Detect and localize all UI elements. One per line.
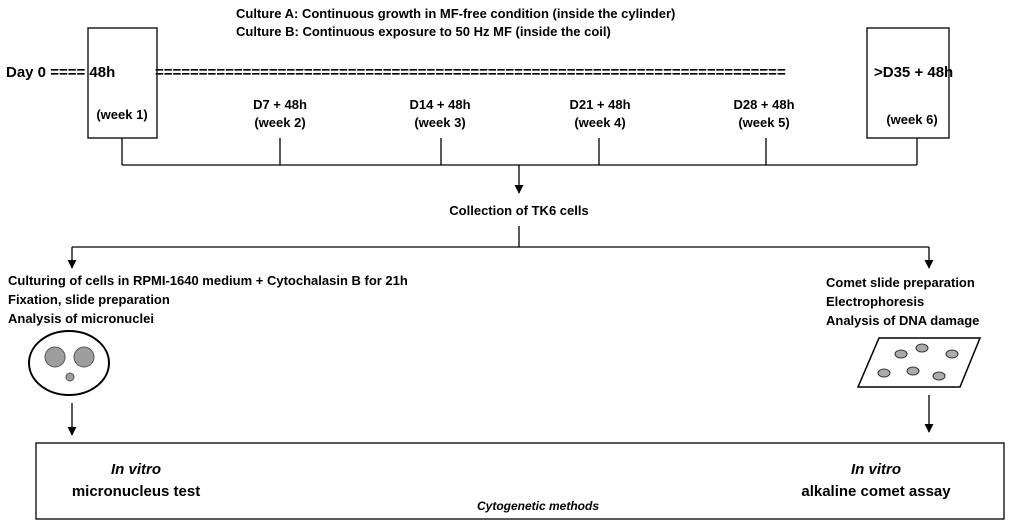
results-box xyxy=(35,442,1005,520)
left-branch-line-1: Culturing of cells in RPMI-1640 medium +… xyxy=(8,273,408,288)
right-branch-line-2: Electrophoresis xyxy=(826,294,925,309)
right-branch-line-1: Comet slide preparation xyxy=(826,275,975,290)
timeline-start-label: Day 0 ==== 48h xyxy=(6,64,116,81)
week4-day-label: D21 + 48h xyxy=(569,97,631,112)
cytogenetic-methods-label: Cytogenetic methods xyxy=(476,499,599,513)
comet-assay-label: alkaline comet assay xyxy=(801,483,951,500)
left-branch-line-2: Fixation, slide preparation xyxy=(8,292,170,307)
collection-label: Collection of TK6 cells xyxy=(449,203,589,218)
week6-box xyxy=(866,27,950,139)
week3-label: (week 3) xyxy=(414,115,466,130)
week5-label: (week 5) xyxy=(738,115,790,130)
week3-day-label: D14 + 48h xyxy=(409,97,471,112)
left-branch-line-3: Analysis of micronuclei xyxy=(8,311,154,326)
comet-slide-illustration xyxy=(856,337,982,388)
week4-label: (week 4) xyxy=(574,115,626,130)
culture-a-label: Culture A: Continuous growth in MF-free … xyxy=(236,6,676,21)
comet-assay-italic: In vitro xyxy=(850,461,901,478)
mn-test-italic: In vitro xyxy=(110,461,161,478)
timeline-rail: ========================================… xyxy=(155,64,786,81)
week2-day-label: D7 + 48h xyxy=(253,97,307,112)
culture-b-label: Culture B: Continuous exposure to 50 Hz … xyxy=(236,24,611,39)
mn-test-label: micronucleus test xyxy=(71,483,201,500)
week1-label: (week 1) xyxy=(96,107,148,122)
week5-day-label: D28 + 48h xyxy=(733,97,795,112)
week6-label: (week 6) xyxy=(886,112,938,127)
week2-label: (week 2) xyxy=(254,115,306,130)
binucleated-cell-illustration xyxy=(28,330,110,396)
right-branch-line-3: Analysis of DNA damage xyxy=(826,313,980,328)
week1-box xyxy=(87,27,158,139)
timeline-end-label: >D35 + 48h xyxy=(874,64,954,81)
